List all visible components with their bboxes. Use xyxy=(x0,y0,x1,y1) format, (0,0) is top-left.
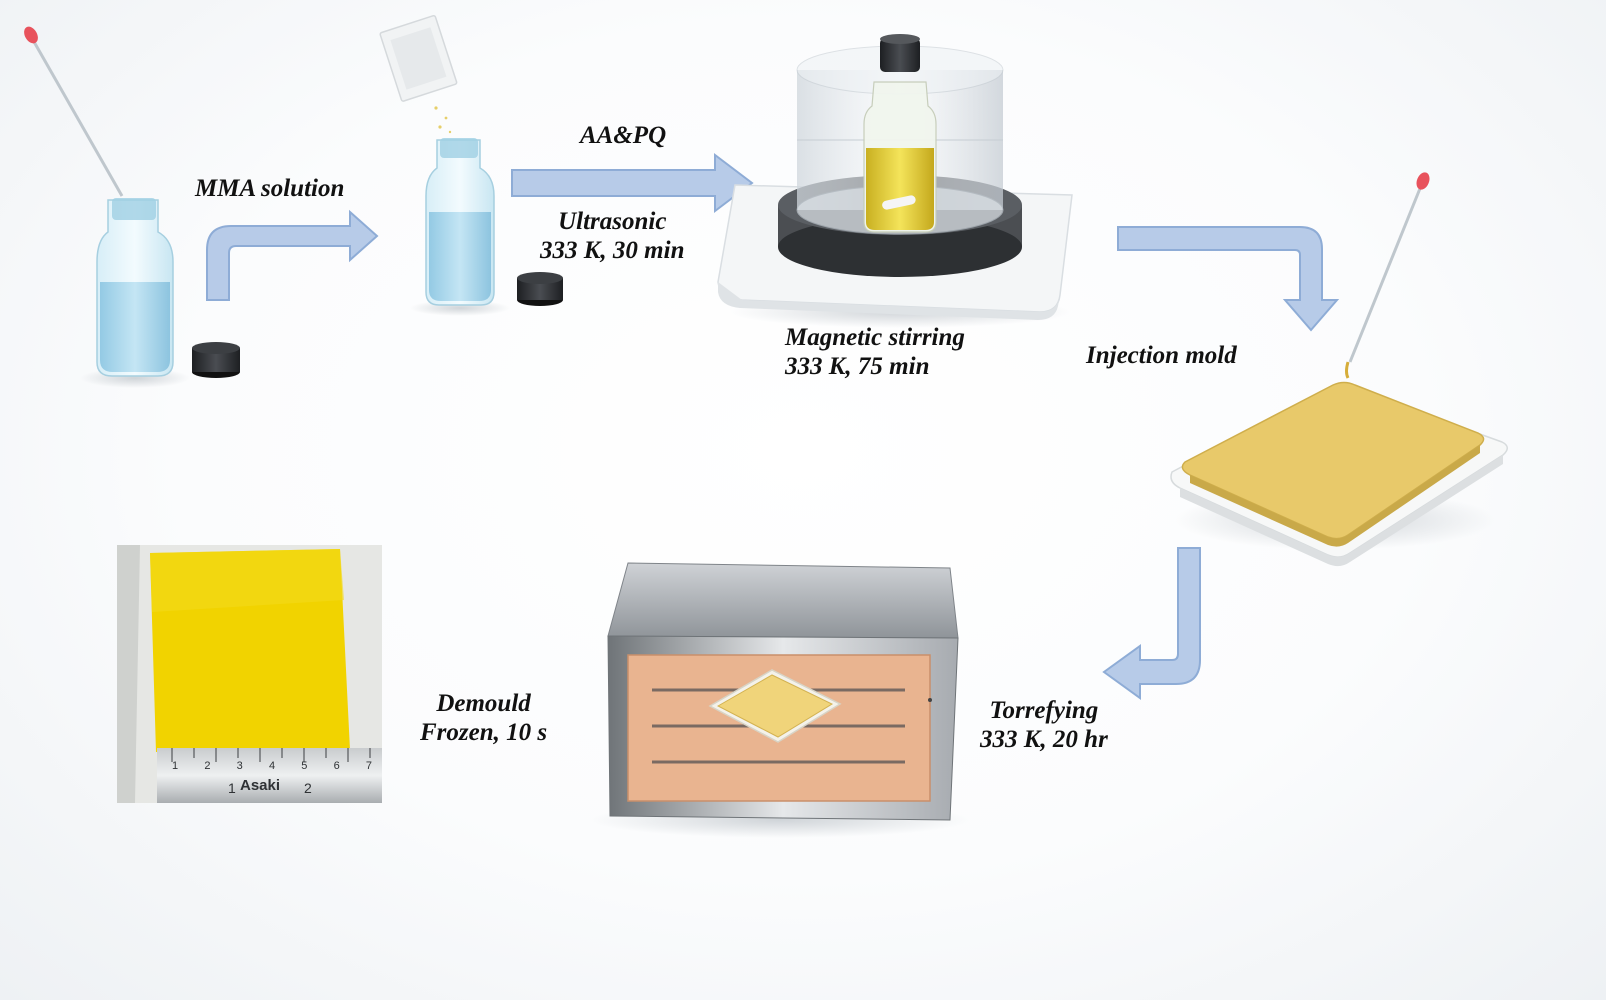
label-mma-solution: MMA solution xyxy=(195,175,345,202)
label-torrefying: Torrefying 333 K, 20 hr xyxy=(980,697,1108,755)
vial-cap-icon xyxy=(192,342,240,378)
ruler-tick: 1 xyxy=(172,760,179,772)
label-demould-line-2: Frozen, 10 s xyxy=(420,718,548,746)
magnetic-stirrer-icon xyxy=(717,34,1073,328)
label-demould-line-1: Demould xyxy=(436,690,531,717)
vial-icon xyxy=(410,138,510,316)
label-magnetic-stirring-line-1: Magnetic stirring xyxy=(785,324,965,351)
mold-plate-icon xyxy=(1170,381,1508,567)
ruler-brand: Asaki xyxy=(240,777,281,794)
ruler-tick: 7 xyxy=(365,760,372,772)
ruler-tick: 2 xyxy=(204,760,211,772)
label-torrefying-line-2: 333 K, 20 hr xyxy=(980,725,1108,753)
pmma-film-photo xyxy=(117,545,382,803)
pipette-icon xyxy=(24,26,124,197)
ruler-inch-mark: 2 xyxy=(304,780,312,796)
label-ultrasonic-line-2: 333 K, 30 min xyxy=(540,236,685,264)
pipette-icon xyxy=(1345,172,1430,379)
ruler-inch-mark: 1 xyxy=(228,780,236,796)
label-demould: Demould Frozen, 10 s xyxy=(420,690,547,748)
label-magnetic-stirring: Magnetic stirring 333 K, 75 min xyxy=(785,324,965,382)
label-magnetic-stirring-line-2: 333 K, 75 min xyxy=(785,352,930,380)
arrow-step-2 xyxy=(511,152,754,214)
arrow-step-4 xyxy=(1102,547,1201,700)
vial-icon xyxy=(80,198,190,388)
ruler-tick: 3 xyxy=(236,760,243,772)
ruler-tick-labels: 1 2 3 4 5 6 7 xyxy=(172,760,372,772)
ruler-tick: 4 xyxy=(268,760,276,772)
label-injection-mold: Injection mold xyxy=(1086,342,1237,369)
label-torrefying-line-1: Torrefying xyxy=(989,697,1099,724)
ruler-tick: 5 xyxy=(301,760,308,772)
label-aa-pq: AA&PQ xyxy=(580,122,667,149)
arrow-step-3 xyxy=(1117,226,1340,332)
vial-cap-icon xyxy=(517,272,563,306)
oven-icon xyxy=(590,562,970,838)
label-ultrasonic: Ultrasonic 333 K, 30 min xyxy=(540,208,684,266)
arrow-step-1 xyxy=(206,209,379,301)
ruler-tick: 6 xyxy=(333,760,340,772)
powder-sachet-icon xyxy=(379,14,458,134)
label-ultrasonic-line-1: Ultrasonic xyxy=(558,208,667,235)
